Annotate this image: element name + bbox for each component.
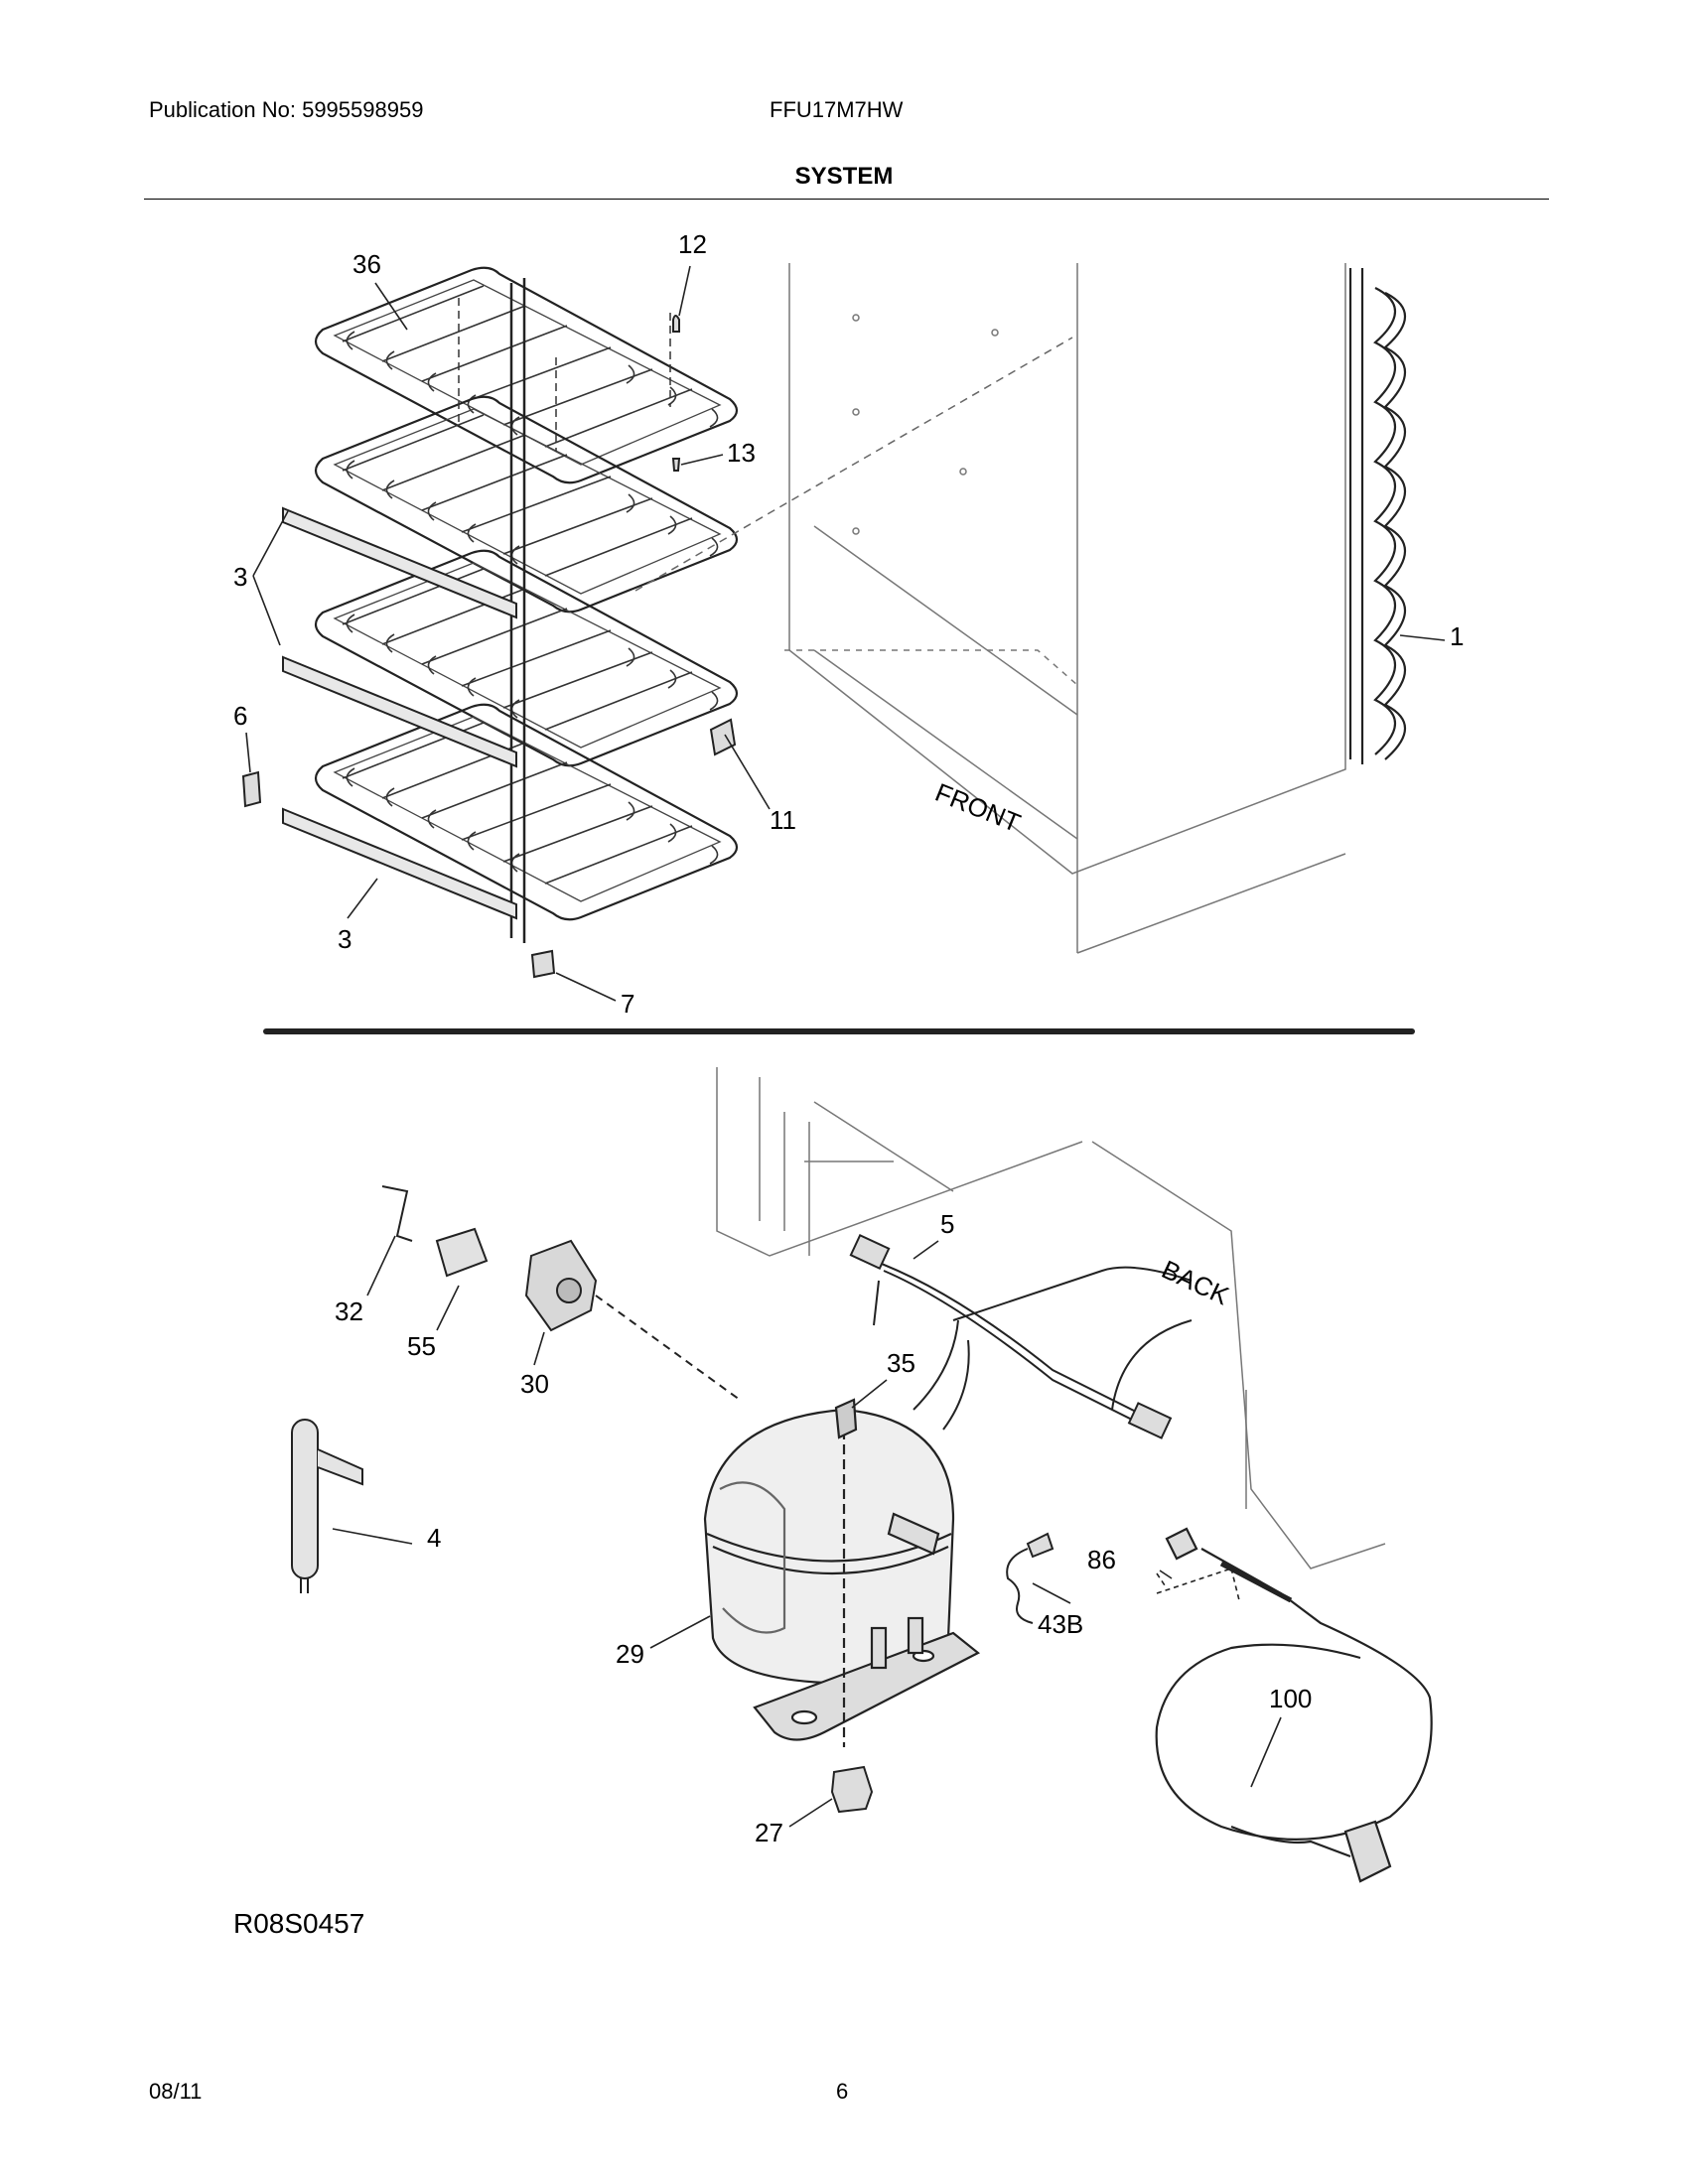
breaker-strips	[282, 506, 517, 920]
callout-55: 55	[407, 1331, 436, 1361]
publication-number: Publication No: 5995598959	[149, 97, 424, 122]
cabinet-base-outline	[716, 1067, 1386, 1570]
relay-overload-parts	[381, 1185, 741, 1401]
header-rule	[144, 199, 1549, 200]
callout-6: 6	[233, 701, 247, 731]
cabinet-outline	[634, 263, 1346, 954]
footer-date: 08/11	[149, 2079, 203, 2104]
callout-100: 100	[1269, 1684, 1312, 1713]
callout-4: 4	[427, 1523, 441, 1553]
section-title: SYSTEM	[794, 163, 894, 190]
callout-13: 13	[727, 438, 756, 468]
model-number: FFU17M7HW	[770, 97, 904, 122]
page-number: 6	[836, 2079, 849, 2104]
callout-32: 32	[335, 1297, 363, 1326]
leader-lines-top	[245, 265, 1446, 1002]
callout-3c: 3	[338, 924, 352, 954]
small-parts-top	[241, 315, 737, 979]
callout-11: 11	[770, 805, 796, 835]
callout-1: 1	[1450, 621, 1464, 651]
callout-27: 27	[755, 1818, 783, 1847]
condenser-coil	[1348, 268, 1407, 764]
callout-35: 35	[887, 1348, 915, 1378]
drier	[291, 1419, 363, 1593]
callout-5: 5	[940, 1209, 954, 1239]
callout-43b: 43B	[1038, 1609, 1083, 1639]
callout-labels-top: 36 12 13 3 3 6 11 3 7 1 FRONT	[233, 229, 1464, 1019]
callout-29: 29	[616, 1639, 644, 1669]
clip	[1006, 1532, 1055, 1624]
callout-36: 36	[352, 249, 381, 279]
callout-86: 86	[1087, 1545, 1116, 1574]
callout-3a: 3	[233, 562, 247, 592]
diagram-code: R08S0457	[233, 1908, 365, 1939]
compressor	[703, 1398, 981, 1747]
leader-lines-bottom	[332, 1235, 1282, 1828]
back-label: BACK	[1157, 1254, 1233, 1310]
front-label: FRONT	[931, 777, 1025, 838]
callout-7: 7	[621, 989, 634, 1019]
grommet	[830, 1765, 874, 1814]
wiring-harness	[849, 1233, 1193, 1439]
power-cord	[1155, 1527, 1433, 1883]
section-divider	[263, 1028, 1415, 1034]
callout-12: 12	[678, 229, 707, 259]
callout-labels-bottom: 5 32 55 30 35 4 86 43B 29 100 27 BACK	[335, 1209, 1312, 1847]
callout-30: 30	[520, 1369, 549, 1399]
evaporator-rack-assembly	[314, 266, 739, 943]
